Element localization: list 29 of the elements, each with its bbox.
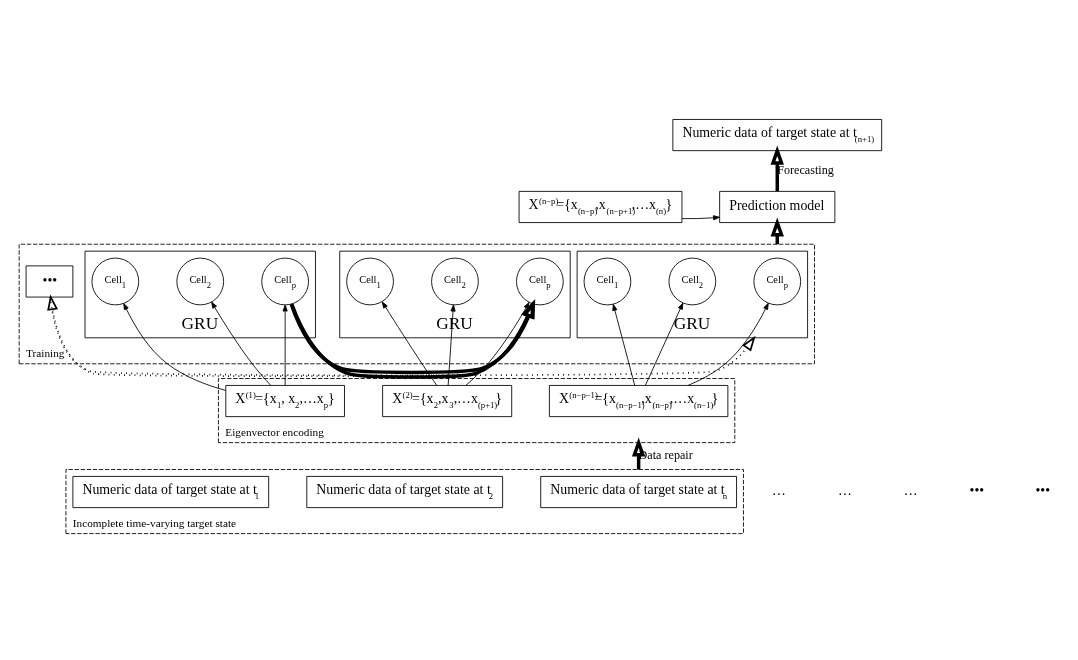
arrow: [770, 145, 784, 192]
label: •••: [969, 483, 985, 499]
arrow: [282, 304, 288, 386]
arrow: [381, 301, 438, 386]
arrow: [211, 301, 272, 386]
arrow: [612, 303, 636, 386]
node-box: Numeric data of target state at t$_{1}$: [72, 476, 270, 509]
arrow: [447, 304, 456, 386]
arrow: [645, 302, 684, 386]
label: •••: [1035, 483, 1051, 499]
arrow: [49, 296, 756, 377]
node-box: X$^{(2)}$={x$_{2}$,x$_{3}$,…x$_{(p+1)}$}: [382, 385, 513, 418]
arrow: [465, 302, 530, 386]
label: …: [903, 483, 918, 499]
node-box: Numeric data of target state at t$_{(n+1)}$: [672, 119, 883, 152]
arrow: [289, 299, 536, 379]
node-box: Numeric data of target state at t$_{2}$: [306, 476, 504, 509]
label: …: [772, 483, 786, 499]
label: …: [837, 483, 852, 499]
node-box: Numeric data of target state at t$_{n}$: [540, 476, 737, 509]
node-box: X$^{(n−p−1)}$={x$_{(n−p−1)}$,x$_{(n−p)}$,…x$_{(n−1)}$}: [548, 385, 729, 418]
node-box: X$^{(1)}$={x$_{1}$, x$_{2}$,…x$_{p}$}: [225, 385, 345, 418]
arrow: [681, 215, 720, 221]
node-box: •••: [25, 265, 74, 298]
node-box: Prediction model: [719, 190, 836, 223]
node-box: X$^{(n−p)}$={x$_{(n−p)}$,x$_{(n−p+1)}$,…x$_{(n)}$}: [518, 190, 683, 223]
arrow: [123, 302, 226, 391]
edge-label: Forecasting: [777, 163, 834, 178]
arrow: [687, 302, 769, 386]
